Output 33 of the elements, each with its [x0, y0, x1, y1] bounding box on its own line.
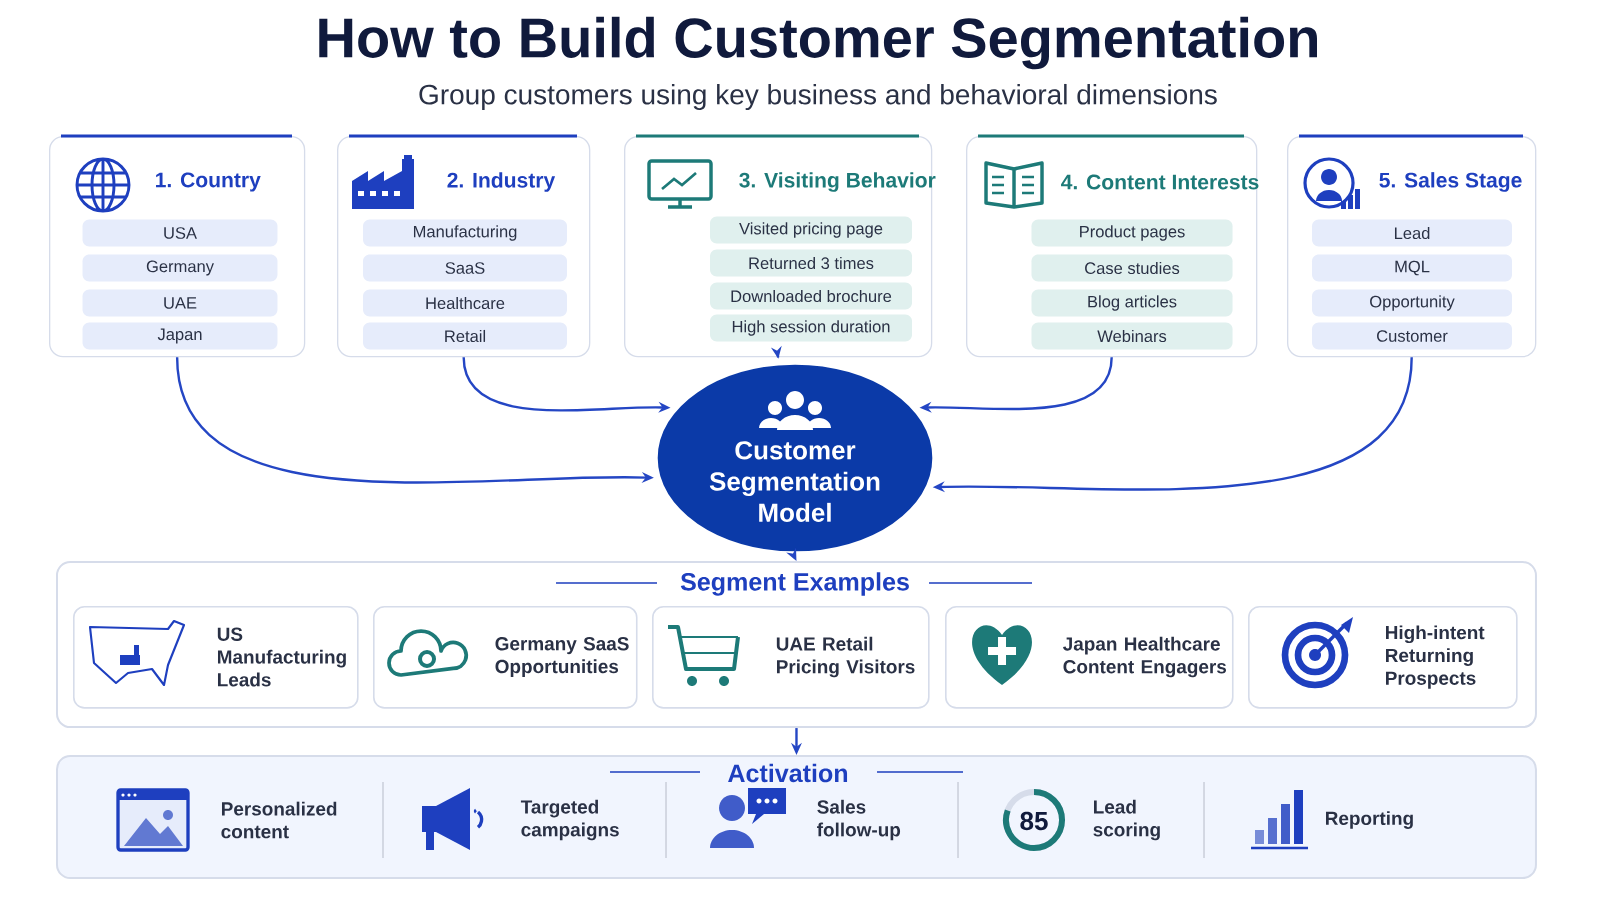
model-oval: Customer Segmentation Model: [651, 357, 939, 559]
activation-label: Lead scoring: [1093, 799, 1160, 841]
list-item: Manufacturing: [363, 219, 567, 247]
segment-card: Japan Healthcare Content Engagers: [945, 606, 1234, 709]
list-item: Lead: [1312, 219, 1512, 247]
activation-label: Reporting: [1326, 811, 1413, 829]
list-item: Germany: [82, 254, 278, 282]
list-item: Returned 3 times: [710, 249, 912, 277]
subtitle: Group customers using key business and behavioral dimensions: [419, 83, 1217, 111]
list-item: MQL: [1312, 254, 1512, 282]
segment-card: UAE Retail Pricing Visitors: [652, 606, 930, 709]
segment-card: Germany SaaS Opportunities: [373, 606, 638, 709]
list-item: Retail: [363, 322, 567, 350]
list-item: Blog articles: [1031, 289, 1233, 317]
list-item: Case studies: [1031, 254, 1233, 282]
list-item: Product pages: [1031, 219, 1233, 247]
list-item: High session duration: [710, 314, 912, 342]
segment-card: US Manufacturing Leads: [73, 606, 359, 709]
list-item: Opportunity: [1312, 289, 1512, 317]
segment-card: High-intent Returning Prospects: [1248, 606, 1518, 709]
list-item: UAE: [82, 289, 278, 317]
list-item: Downloaded brochure: [710, 282, 912, 310]
list-item: Customer: [1312, 322, 1512, 350]
list-item: USA: [82, 219, 278, 247]
activation-label: Targeted campaigns: [520, 799, 619, 841]
activation-label: Personalized content: [221, 801, 337, 839]
list-item: SaaS: [363, 254, 567, 282]
list-item: Webinars: [1031, 322, 1233, 350]
list-item: Healthcare: [363, 289, 567, 317]
list-item: Japan: [82, 322, 278, 350]
title: How to Build Customer Segmentation: [319, 16, 1317, 70]
activation-label: Sales follow-up: [817, 799, 901, 841]
list-item: Visited pricing page: [710, 216, 912, 244]
